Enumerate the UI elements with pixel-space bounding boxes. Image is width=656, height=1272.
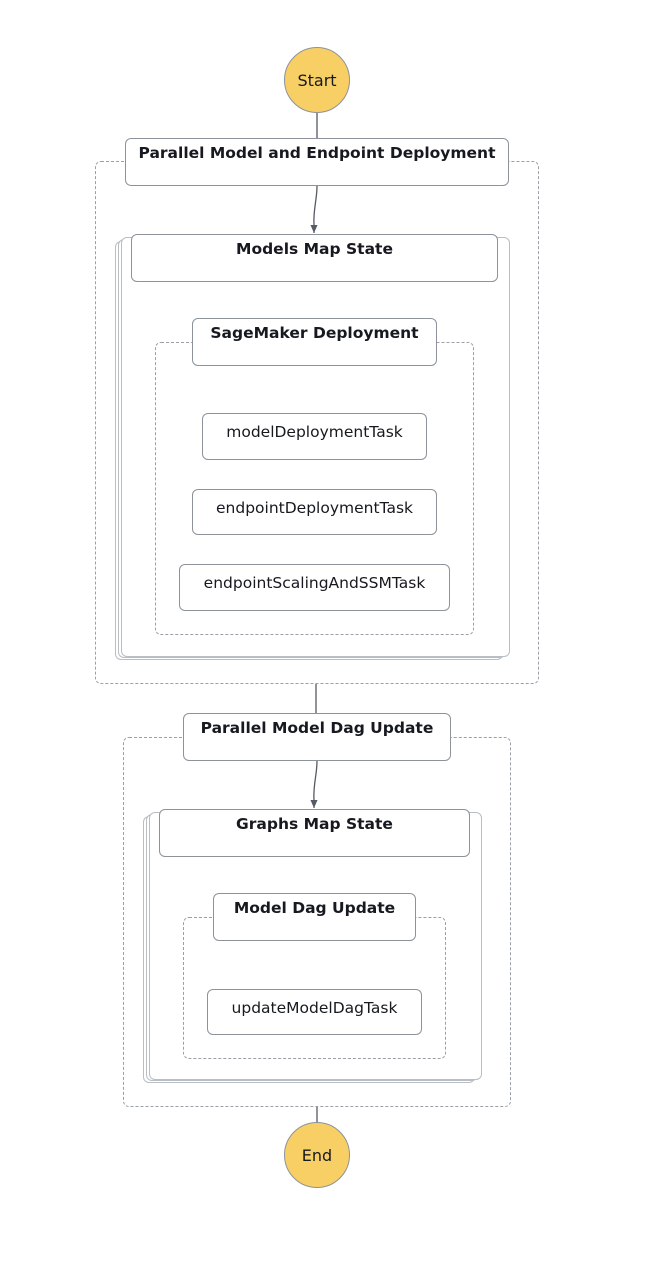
model-deployment-task[interactable]: modelDeploymentTask [202,413,427,460]
start-node[interactable]: Start [284,47,350,113]
parallel-model-endpoint-node[interactable]: Parallel Model and Endpoint Deployment [125,138,509,186]
edge-parallel-to-models-map [310,185,318,233]
update-model-dag-task-label: updateModelDagTask [231,999,398,1017]
end-label: End [301,1145,333,1165]
end-node[interactable]: End [284,1122,350,1188]
model-dag-update-node[interactable]: Model Dag Update [213,893,416,941]
parallel-model-dag-label: Parallel Model Dag Update [200,719,434,737]
endpoint-deployment-task-label: endpointDeploymentTask [216,499,413,517]
sagemaker-deployment-label: SageMaker Deployment [210,324,419,342]
graphs-map-state-label: Graphs Map State [236,815,393,833]
endpoint-scaling-ssm-task-label: endpointScalingAndSSMTask [203,574,426,592]
graphs-map-state-node[interactable]: Graphs Map State [159,809,470,857]
sagemaker-deployment-node[interactable]: SageMaker Deployment [192,318,437,366]
update-model-dag-task[interactable]: updateModelDagTask [207,989,422,1035]
endpoint-scaling-ssm-task[interactable]: endpointScalingAndSSMTask [179,564,450,611]
models-map-state-label: Models Map State [236,240,393,258]
parallel-model-dag-node[interactable]: Parallel Model Dag Update [183,713,451,761]
edge-parallel2-to-graphs-map [310,760,318,808]
model-deployment-task-label: modelDeploymentTask [226,423,403,441]
parallel-model-endpoint-label: Parallel Model and Endpoint Deployment [138,144,496,162]
endpoint-deployment-task[interactable]: endpointDeploymentTask [192,489,437,535]
model-dag-update-label: Model Dag Update [233,899,396,917]
start-label: Start [297,70,337,90]
models-map-state-node[interactable]: Models Map State [131,234,498,282]
